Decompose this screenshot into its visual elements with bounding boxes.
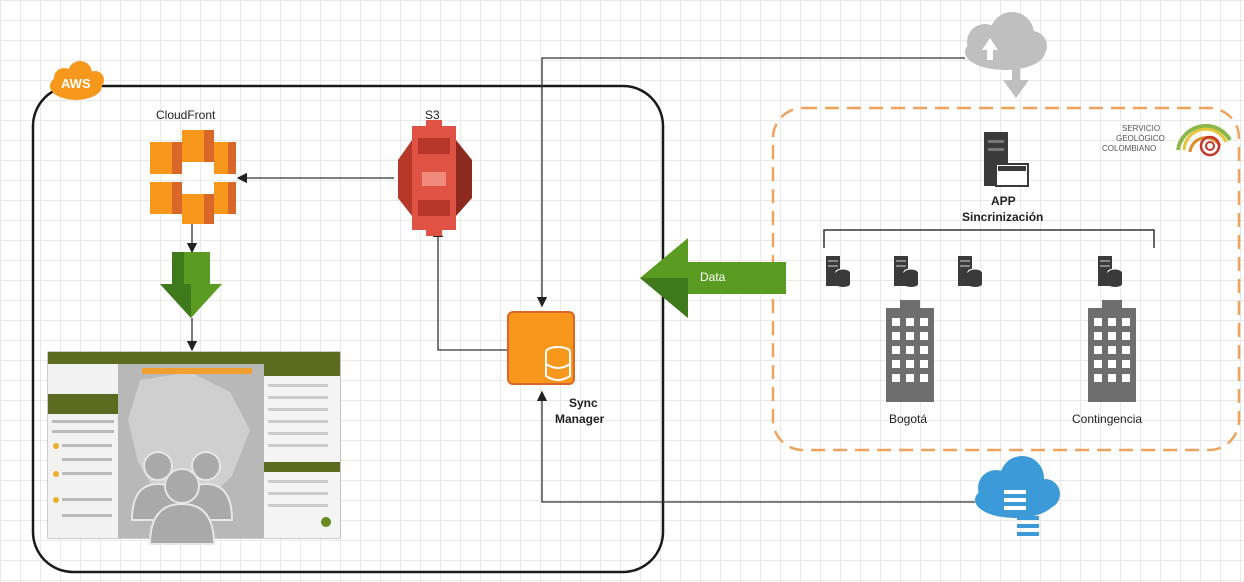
sync-manager-label-line2: Manager <box>555 412 605 426</box>
sgc-logo-line2: GEOLÓGICO <box>1116 134 1165 143</box>
sgc-logo-line3: COLOMBIANO <box>1102 144 1157 153</box>
users-group-icon <box>130 451 234 545</box>
upload-download-cloud-icon <box>965 12 1047 98</box>
cloud-to-sync-connector <box>536 57 965 308</box>
aws-badge-label: AWS <box>61 76 91 91</box>
green-down-arrow-icon <box>160 252 222 318</box>
cloudfront-label: CloudFront <box>156 108 216 122</box>
app-screenshot-thumbnail <box>47 351 341 539</box>
app-server-icon <box>984 132 1029 187</box>
data-arrow-label: Data <box>700 270 726 284</box>
app-bracket <box>823 229 1155 248</box>
aws-group-box <box>31 84 665 574</box>
sgc-logo-icon <box>1176 123 1232 157</box>
app-label-line1: APP <box>991 194 1016 208</box>
s3-icon <box>398 120 472 236</box>
sync-manager-icon <box>507 311 575 385</box>
building-bogota-icon <box>886 300 934 402</box>
server-db-icon <box>1098 256 1123 287</box>
blue-cloud-icon <box>975 456 1060 536</box>
cloudfront-icon <box>150 130 236 224</box>
sync-manager-label-line1: Sync <box>569 396 598 410</box>
aws-badge-icon <box>50 61 104 100</box>
s3-label: S3 <box>425 108 440 122</box>
site-contingencia-label: Contingencia <box>1072 412 1143 426</box>
data-arrow-icon <box>640 238 786 318</box>
sync-to-s3-connector <box>432 226 508 351</box>
server-db-icon <box>826 256 851 287</box>
building-contingencia-icon <box>1088 300 1136 402</box>
site-bogota-label: Bogotá <box>889 412 928 426</box>
bottom-cloud-to-sync-connector <box>536 390 975 503</box>
app-label-line2: Sincrinización <box>962 210 1044 224</box>
sgc-logo-line1: SERVICIO <box>1122 124 1161 133</box>
server-db-icon <box>894 256 919 287</box>
server-db-icon <box>958 256 983 287</box>
